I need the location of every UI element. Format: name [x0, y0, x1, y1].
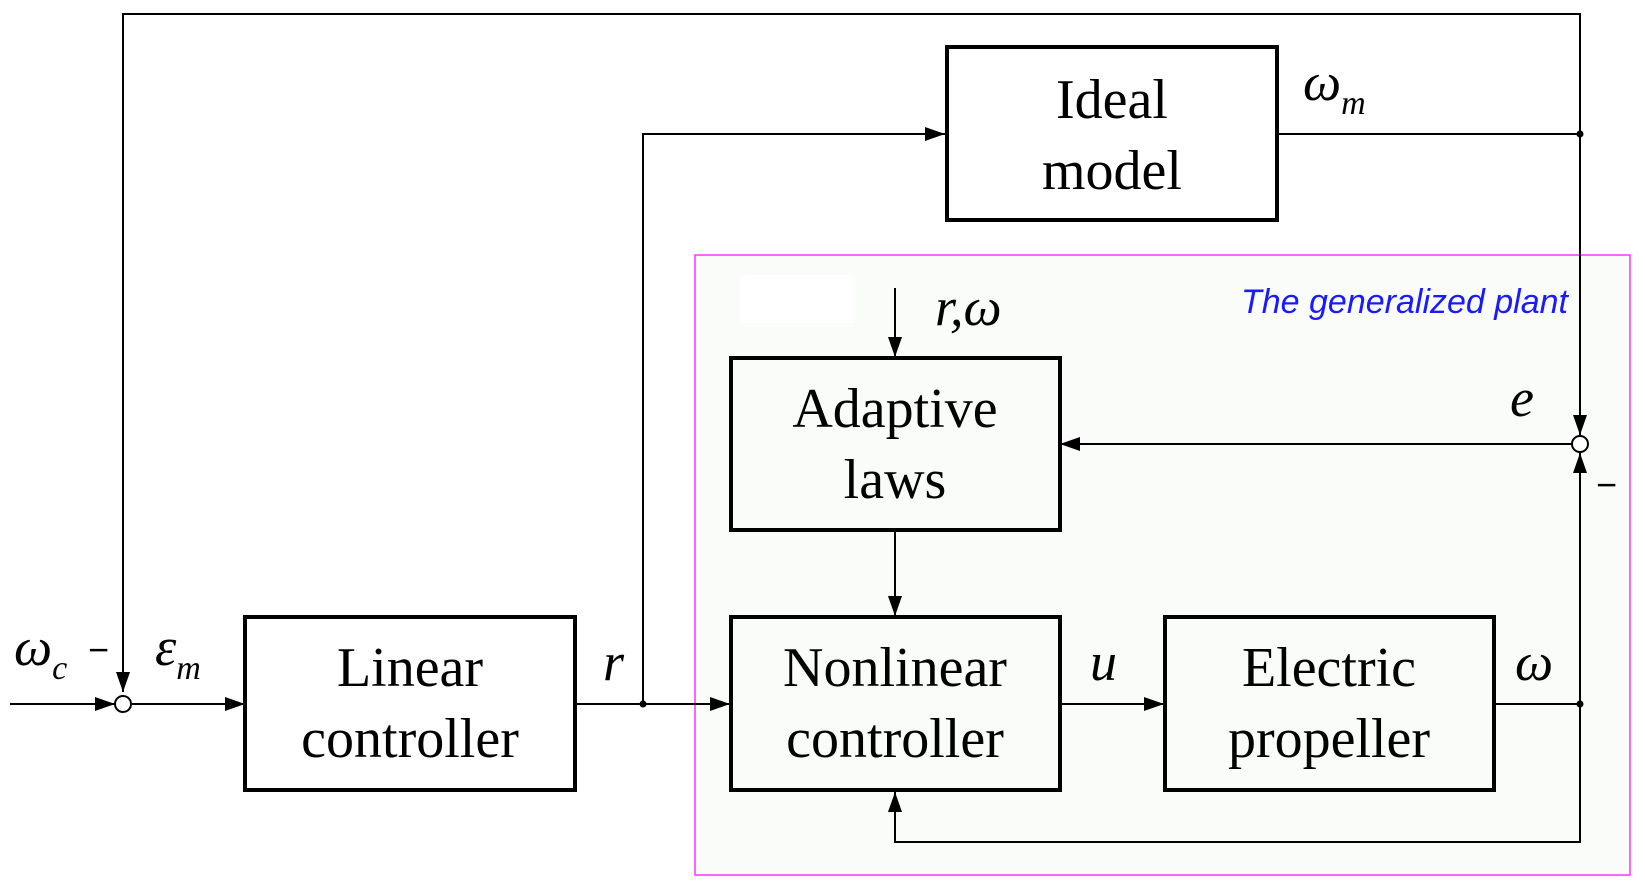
signal-omega-m: ωm [1303, 52, 1366, 122]
summing-junction-left [114, 695, 132, 713]
minus-sign-right: − [1596, 464, 1617, 505]
summing-junction-right [1571, 435, 1589, 453]
adaptive-laws-line1: Adaptive [792, 378, 997, 440]
electric-propeller-block: Electric propeller [1163, 615, 1496, 792]
linear-controller-block: Linear controller [243, 615, 577, 792]
plant-label-mask [740, 275, 855, 323]
minus-sign-left: − [88, 629, 109, 670]
adaptive-laws-line2: laws [844, 449, 947, 511]
electric-propeller-line1: Electric [1242, 637, 1416, 699]
nonlinear-controller-line1: Nonlinear [783, 637, 1007, 699]
signal-omega-c: ωc [14, 617, 67, 687]
nonlinear-controller-line2: controller [786, 708, 1004, 770]
adaptive-laws-block: Adaptive laws [729, 356, 1062, 532]
generalized-plant-label: The generalized plant [1241, 283, 1570, 321]
signal-r-omega: r,ω [935, 277, 1002, 337]
branch-dot-r [639, 700, 647, 708]
branch-dot-omega [1576, 700, 1584, 708]
ideal-model-line2: model [1042, 140, 1182, 202]
signal-r: r [603, 632, 625, 692]
electric-propeller-line2: propeller [1228, 708, 1430, 770]
wire-omega-feedback [888, 704, 1581, 843]
nonlinear-controller-block: Nonlinear controller [729, 615, 1062, 792]
signal-omega: ω [1515, 632, 1553, 692]
wire-top-feedback [116, 13, 1581, 692]
branch-dot-omega-m [1576, 130, 1584, 138]
ideal-model-line1: Ideal [1056, 69, 1168, 131]
signal-e: e [1510, 368, 1534, 428]
signal-epsilon-m: εm [155, 617, 201, 687]
linear-controller-line2: controller [301, 708, 519, 770]
ideal-model-block: Ideal model [945, 45, 1279, 222]
wire-r-to-ideal-model [642, 127, 945, 704]
linear-controller-line1: Linear [337, 637, 483, 699]
signal-u: u [1090, 632, 1117, 692]
